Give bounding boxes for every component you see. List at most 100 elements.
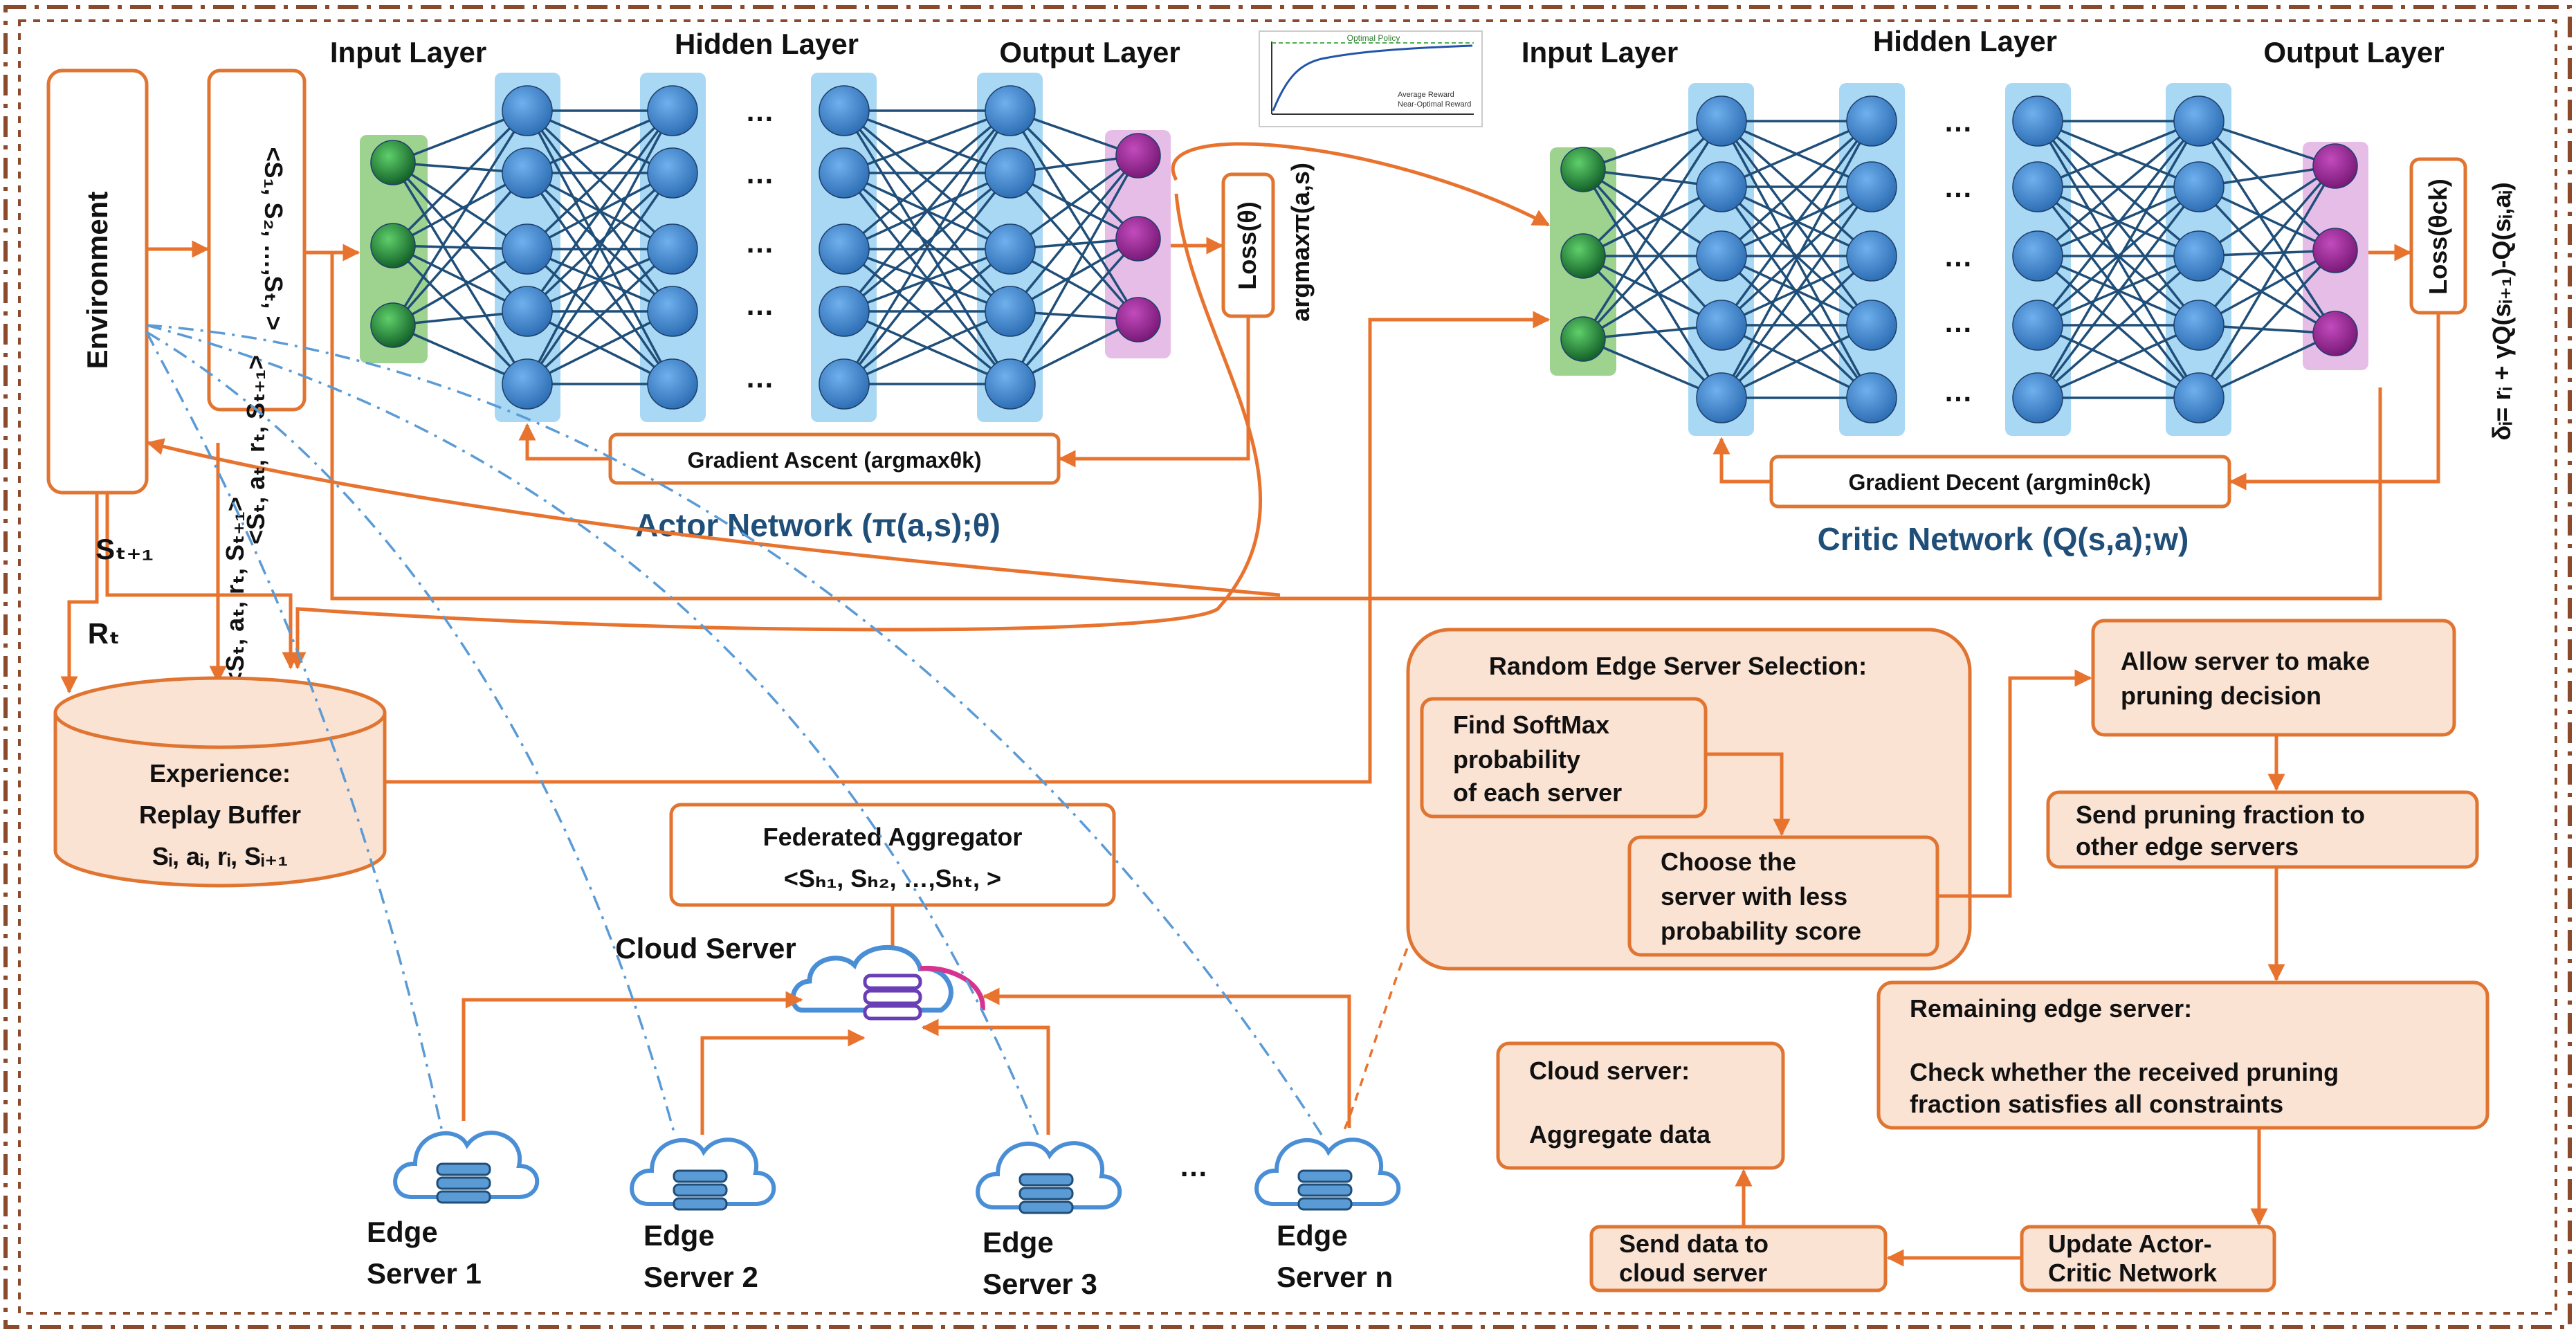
- critic-connection: [1720, 255, 1873, 399]
- comm-line-1: [145, 331, 444, 1135]
- actor-connection: [1009, 172, 1140, 321]
- critic-connection: [1720, 185, 1873, 399]
- critic-node: [1560, 233, 1606, 279]
- loop-back-line: [330, 253, 2382, 601]
- replay-buffer-cylinder: [53, 676, 387, 888]
- comm-line-3: [146, 324, 1039, 1135]
- critic-connection: [1582, 120, 1723, 257]
- actor-connection: [1009, 154, 1140, 313]
- critic-connection: [2198, 249, 2336, 327]
- critic-node: [1846, 95, 1897, 147]
- aggregator-title: Federated Aggregator: [763, 823, 1023, 851]
- critic-connection: [2036, 185, 2200, 327]
- cloud-aggregate-body: Aggregate data: [1529, 1120, 1711, 1149]
- choose-line-2: server with less: [1661, 882, 1847, 911]
- choose-line-1: Choose the: [1661, 848, 1796, 876]
- environment-label: Environment: [81, 192, 113, 369]
- edge2-to-cloud-arrow: [700, 1029, 866, 1135]
- actor-node: [647, 358, 698, 410]
- critic-node: [1846, 230, 1897, 282]
- actor-node: [370, 302, 416, 348]
- actor-connection: [392, 244, 529, 385]
- comm-line-4: [146, 324, 1323, 1135]
- argmax-loop-curve: [289, 193, 1263, 670]
- actor-connection: [392, 161, 529, 313]
- actor-connection: [843, 109, 1011, 174]
- critic-node: [2312, 228, 2358, 273]
- actor-output-layer-label: Output Layer: [999, 36, 1180, 68]
- edge-ellipsis: …: [1179, 1150, 1208, 1182]
- random-selection-title: Random Edge Server Selection:: [1489, 652, 1867, 680]
- actor-node: [985, 358, 1036, 410]
- critic-connection: [1721, 324, 1872, 399]
- critic-node: [1696, 230, 1747, 282]
- critic-node: [2312, 311, 2358, 356]
- cloud-aggregate-box: [1496, 1041, 1785, 1170]
- edge3-to-cloud-arrow: [921, 1018, 1050, 1135]
- actor-node: [647, 147, 698, 199]
- actor-node: [502, 223, 553, 275]
- edgen-to-cloud-arrow: [982, 987, 1351, 1128]
- critic-node: [2012, 161, 2063, 212]
- reward-plot-inset: Optimal Policy Average Reward Near-Optim…: [1259, 30, 1483, 127]
- send-cloud-box: [1589, 1225, 1888, 1292]
- replay-to-critic-arrow: [384, 311, 1551, 784]
- critic-node: [2312, 143, 2358, 189]
- cloud-server-label: Cloud Server: [615, 932, 796, 965]
- actor-connection: [526, 172, 674, 313]
- critic-network-title: Critic Network (Q(s,a);w): [1818, 521, 2189, 557]
- edge-server-icon: [393, 1131, 540, 1204]
- send-cloud-line-1: Send data to: [1619, 1230, 1769, 1258]
- critic-connection: [2036, 255, 2200, 399]
- cloud-aggregate-title: Cloud server:: [1529, 1057, 1690, 1085]
- actor-connections: [392, 109, 1140, 385]
- replay-line-2: Replay Buffer: [139, 801, 301, 829]
- actor-node: [985, 85, 1036, 136]
- feedback-to-env-arrow: [146, 438, 1281, 597]
- actor-node: [819, 286, 870, 337]
- critic-connection: [2036, 120, 2200, 399]
- critic-node: [1560, 147, 1606, 192]
- actor-connection: [527, 109, 673, 174]
- critic-loss-to-gradient-arrow: [2229, 313, 2440, 491]
- critic-connection: [1582, 255, 1722, 327]
- actor-connection: [526, 172, 674, 385]
- actor-node: [985, 147, 1036, 199]
- critic-node: [1696, 95, 1747, 147]
- critic-node: [2173, 372, 2225, 423]
- actor-connection: [1009, 154, 1140, 250]
- edge-server-2-line1: Edge: [643, 1219, 715, 1252]
- actor-node: [985, 223, 1036, 275]
- edge-server-1-line1: Edge: [367, 1216, 438, 1248]
- critic-ellipsis-4: …: [1944, 306, 1973, 338]
- comm-line-2: [146, 331, 676, 1135]
- actor-hidden-layer-label: Hidden Layer: [675, 28, 859, 60]
- critic-connection: [1582, 255, 1722, 340]
- edge-server-3-line2: Server 3: [983, 1268, 1097, 1300]
- critic-connection: [1720, 120, 1873, 257]
- actor-node: [985, 286, 1036, 337]
- critic-node: [2012, 95, 2063, 147]
- actor-node: [819, 358, 870, 410]
- critic-nodes: [1560, 95, 2358, 423]
- update-line-2: Critic Network: [2048, 1259, 2218, 1287]
- actor-connection: [1009, 110, 1140, 320]
- actor-ellipsis-3: …: [745, 226, 774, 259]
- reward-label: Rₜ: [88, 617, 120, 650]
- critic-node: [1696, 161, 1747, 212]
- actor-node: [1115, 133, 1161, 179]
- choose-line-3: probability score: [1661, 917, 1861, 945]
- critic-connection: [1582, 185, 1723, 340]
- actor-connection: [392, 172, 529, 327]
- critic-output-layer-label: Output Layer: [2263, 36, 2444, 68]
- actor-connection: [527, 310, 673, 385]
- critic-connection: [2198, 249, 2337, 399]
- actor-connection: [526, 109, 674, 250]
- remaining-line-2: fraction satisfies all constraints: [1910, 1090, 2283, 1118]
- inset-legend-near-optimal: Near-Optimal Reward: [1398, 100, 1471, 109]
- actor-node: [1115, 297, 1161, 342]
- softmax-to-choose-arrow: [1706, 752, 1791, 837]
- critic-connection: [1582, 168, 1722, 257]
- actor-connection: [843, 310, 1011, 385]
- critic-connection: [2198, 185, 2337, 335]
